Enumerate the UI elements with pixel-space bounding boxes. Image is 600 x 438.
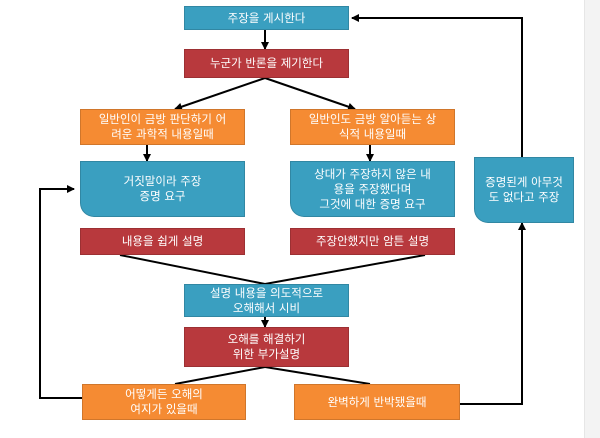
connector-rebuttal-hard <box>174 77 266 111</box>
node-demand-proof: 거짓말이라 주장 증명 요구 <box>80 161 245 217</box>
connector-extra-refuted <box>264 366 371 385</box>
node-hard-content: 일반인이 금방 판단하기 어 려운 과학적 내용일때 <box>80 109 245 145</box>
connector-rebuttal-easy <box>264 77 356 111</box>
connector-explain-easy-misread <box>119 254 266 285</box>
node-fully-refuted: 완벽하게 반박됐을때 <box>294 384 460 420</box>
connector-refuted-noproof <box>460 222 526 405</box>
connector-explain-implied-misread <box>264 254 426 285</box>
node-strawman: 상대가 주장하지 않은 내 용을 주장했다며 그것에 대한 증명 요구 <box>290 161 455 217</box>
connector-loop-back <box>39 185 82 399</box>
node-easy-content: 일반인도 금방 알아듣는 상 식적 내용일때 <box>290 109 455 145</box>
node-rebuttal: 누군가 반론을 제기한다 <box>184 49 349 78</box>
scrollbar-strip <box>584 0 600 438</box>
node-post-claim: 주장을 게시한다 <box>184 6 349 30</box>
node-room-for-misread: 어떻게든 오해의 여지가 있을때 <box>82 384 246 420</box>
node-no-proof-claim: 증명된게 아무것 도 없다고 주장 <box>474 157 574 223</box>
node-misread: 설명 내용을 의도적으로 오해해서 시비 <box>184 284 349 317</box>
node-extra-explain: 오해를 해결하기 위한 부가설명 <box>184 327 349 367</box>
connector-extra-room <box>174 366 266 385</box>
node-explain-easy: 내용을 쉽게 설명 <box>80 228 245 255</box>
node-explain-implied: 주장안했지만 암튼 설명 <box>290 228 455 255</box>
connector-noproof-post <box>351 14 523 157</box>
